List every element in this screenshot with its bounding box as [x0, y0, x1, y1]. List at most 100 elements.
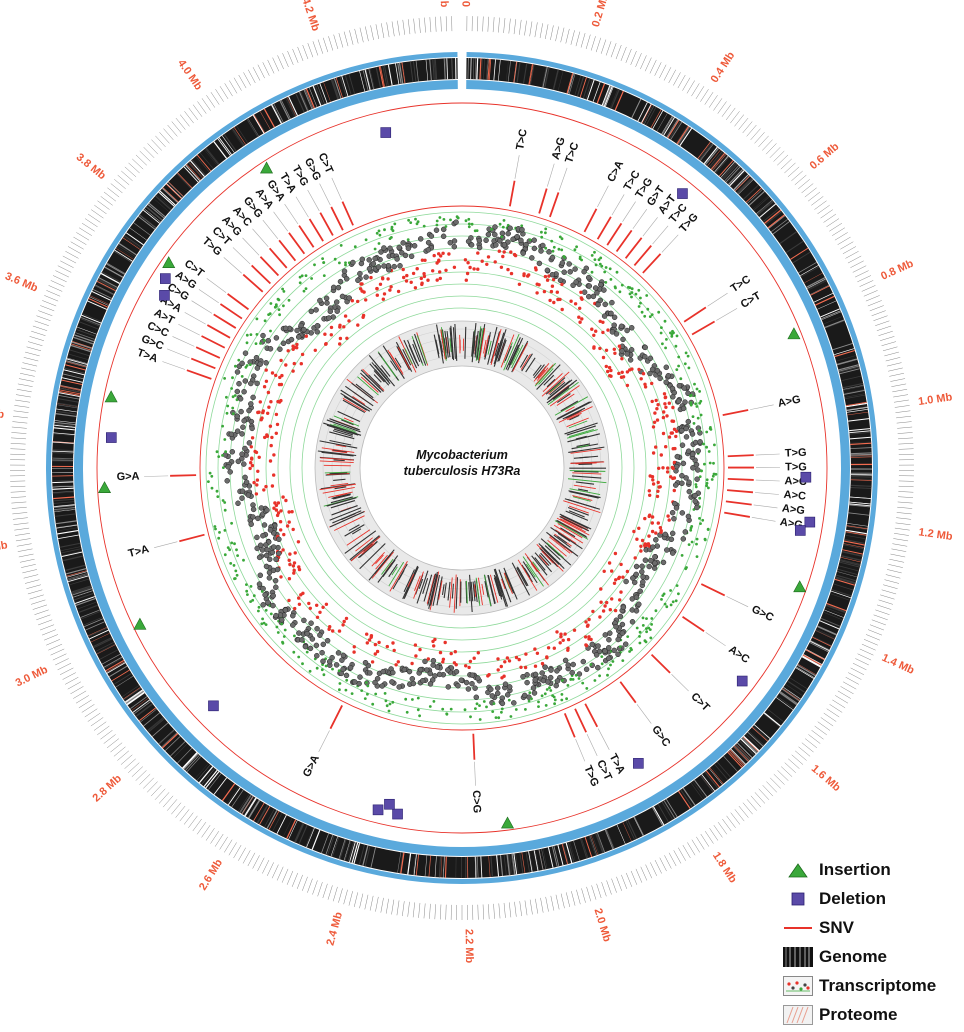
expression-point [660, 559, 667, 566]
expression-point [669, 530, 676, 537]
genome-feature-stripe [54, 423, 76, 427]
genome-feature-stripe [65, 364, 86, 371]
genome-feature-stripe [753, 196, 770, 211]
expression-point [299, 362, 303, 366]
expression-point [430, 657, 437, 664]
gene-id-tick [175, 117, 186, 130]
proteome-bar [340, 389, 373, 411]
proteome-bar [321, 447, 355, 453]
genome-feature-stripe [521, 852, 526, 874]
proteome-bar [330, 500, 356, 509]
genome-feature-stripe [512, 853, 517, 875]
proteome-bar [403, 569, 415, 593]
expression-point [524, 708, 527, 711]
expression-point [409, 221, 413, 225]
genome-feature-stripe [782, 688, 800, 701]
genome-feature-stripe [714, 155, 729, 173]
genome-feature-stripe [690, 782, 704, 800]
expression-point [544, 227, 548, 231]
genome-feature-stripe [378, 66, 385, 88]
gene-id-tick [514, 901, 517, 917]
genome-feature-stripe [221, 783, 236, 802]
expression-point [363, 697, 367, 700]
expression-point [604, 266, 608, 269]
gene-id-tick [859, 280, 874, 287]
expression-point [375, 231, 379, 235]
genome-feature-stripe [56, 404, 78, 409]
deletion-square-icon [804, 516, 816, 528]
expression-point [339, 657, 345, 663]
proteome-bar [359, 543, 386, 570]
expression-point [299, 637, 305, 643]
gene-id-tick [386, 22, 390, 38]
expression-point [451, 243, 458, 250]
genome-feature-stripe [330, 836, 338, 857]
genome-feature-stripe [566, 73, 574, 94]
expression-point [463, 708, 467, 712]
genome-feature-stripe [480, 856, 483, 878]
proteome-bar [519, 354, 529, 368]
gene-id-tick [550, 895, 555, 911]
scale-tick-label: 1.8 Mb [710, 850, 739, 885]
expression-point [230, 521, 234, 525]
expression-point [377, 242, 381, 245]
genome-feature-stripe [677, 126, 690, 145]
gene-id-tick [297, 874, 303, 889]
proteome-bar [533, 363, 550, 382]
gene-id-tick [721, 104, 732, 117]
expression-point [690, 540, 694, 544]
gene-id-tick [750, 128, 761, 140]
gene-id-tick [570, 30, 575, 45]
genome-feature-stripe [203, 769, 218, 787]
expression-point [594, 329, 598, 333]
expression-point [340, 652, 347, 659]
proteome-bar [329, 472, 348, 475]
genome-feature-stripe [533, 850, 538, 872]
expression-point [552, 245, 556, 249]
proteome-bar [493, 569, 507, 607]
expression-point [548, 686, 551, 690]
proteome-bar [546, 531, 579, 557]
expression-point [580, 658, 587, 665]
proteome-bar [331, 505, 358, 516]
expression-point [536, 260, 543, 267]
expression-point [270, 371, 275, 375]
expression-point [652, 560, 658, 566]
gene-id-tick [41, 629, 57, 636]
gene-id-tick [23, 357, 39, 362]
expression-point [657, 485, 661, 489]
genome-feature-stripe [764, 209, 782, 224]
snv-leader-line [172, 336, 195, 347]
proteome-bar [468, 582, 471, 602]
genome-feature-stripe [616, 824, 626, 845]
genome-feature-stripe [810, 640, 830, 652]
genome-feature-stripe [505, 60, 509, 82]
genome-feature-stripe [56, 524, 78, 529]
expression-point [683, 425, 689, 432]
expression-point [641, 616, 645, 620]
expression-point [599, 600, 603, 604]
expression-point [208, 471, 212, 475]
genome-feature-stripe [703, 146, 718, 164]
snv-marker [341, 201, 354, 226]
gene-id-tick [777, 154, 789, 166]
expression-point [338, 342, 342, 346]
gene-id-tick [823, 712, 837, 722]
genome-feature-stripe [700, 143, 714, 161]
genome-feature-stripe [159, 190, 176, 206]
proteome-bar [498, 339, 507, 362]
genome-feature-stripe [61, 550, 83, 557]
expression-point [331, 667, 334, 671]
gene-id-tick [859, 648, 874, 656]
genome-feature-stripe [415, 60, 419, 82]
snv-label: A>G [781, 502, 805, 517]
genome-feature-stripe [428, 855, 431, 877]
proteome-bar [371, 551, 394, 579]
gene-id-tick [214, 833, 224, 847]
genome-feature-stripe [513, 61, 517, 83]
expression-point [608, 267, 612, 271]
snv-marker [227, 293, 250, 311]
expression-point [295, 342, 299, 347]
genome-feature-stripe [661, 116, 673, 135]
expression-point [654, 531, 658, 535]
